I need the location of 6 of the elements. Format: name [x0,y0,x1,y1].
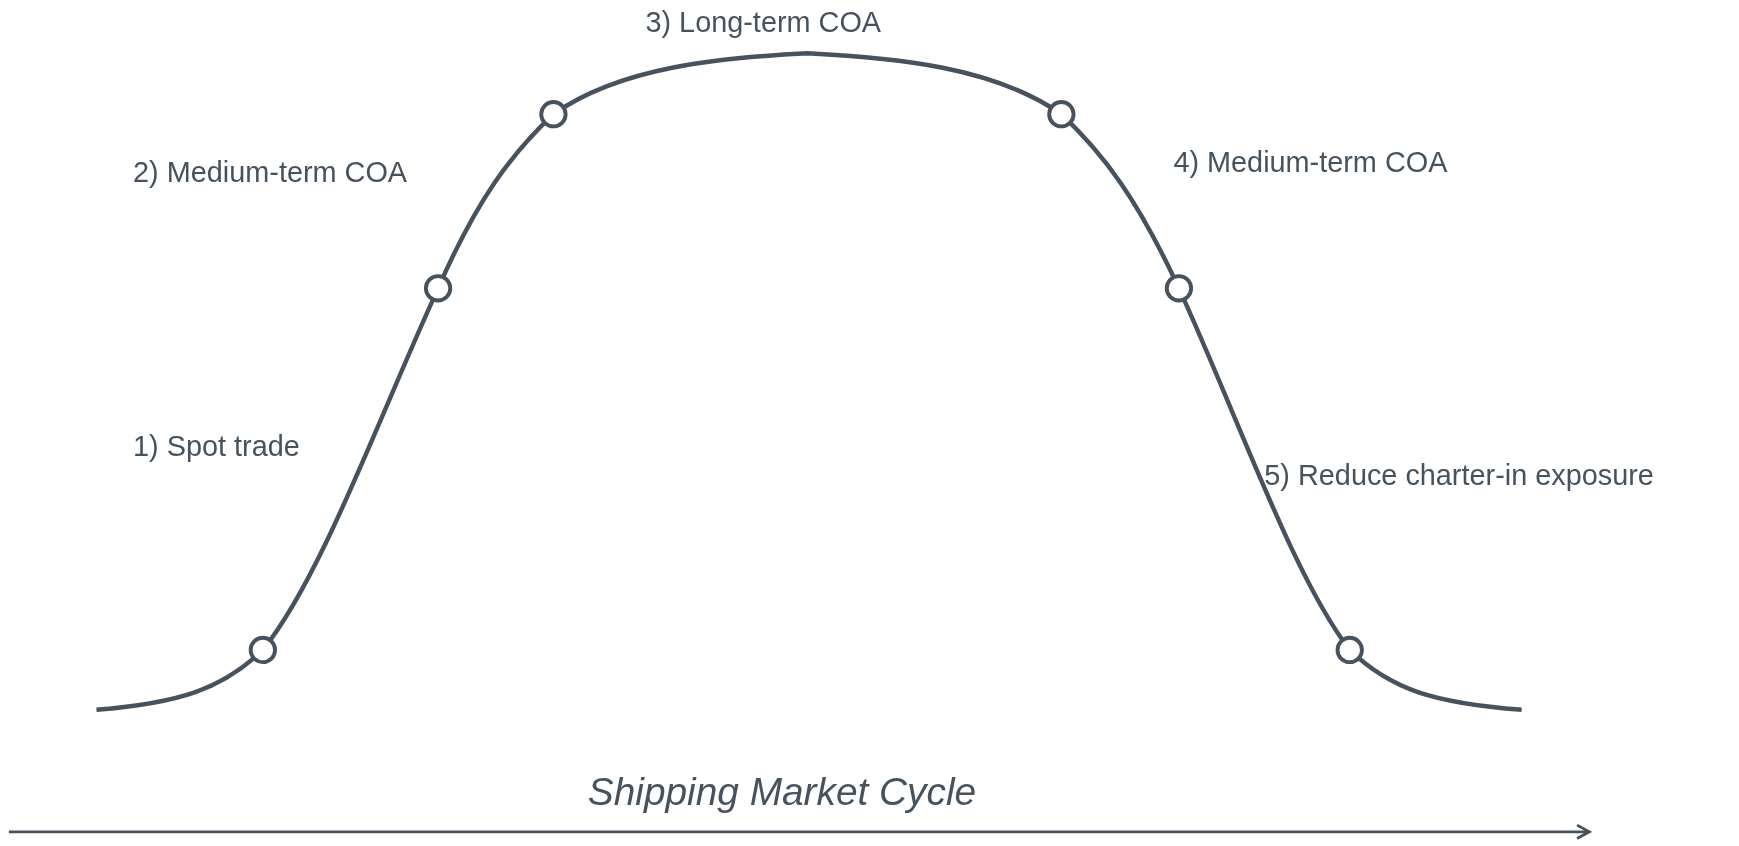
phase-label: 3) Long-term COA [645,5,882,39]
phase-label: 5) Reduce charter-in exposure [1264,458,1654,492]
phase-label: 1) Spot trade [133,429,300,463]
axis-caption: Shipping Market Cycle [587,769,977,815]
phase-label: 2) Medium-term COA [133,155,408,189]
phase-label: 4) Medium-term COA [1173,145,1448,179]
